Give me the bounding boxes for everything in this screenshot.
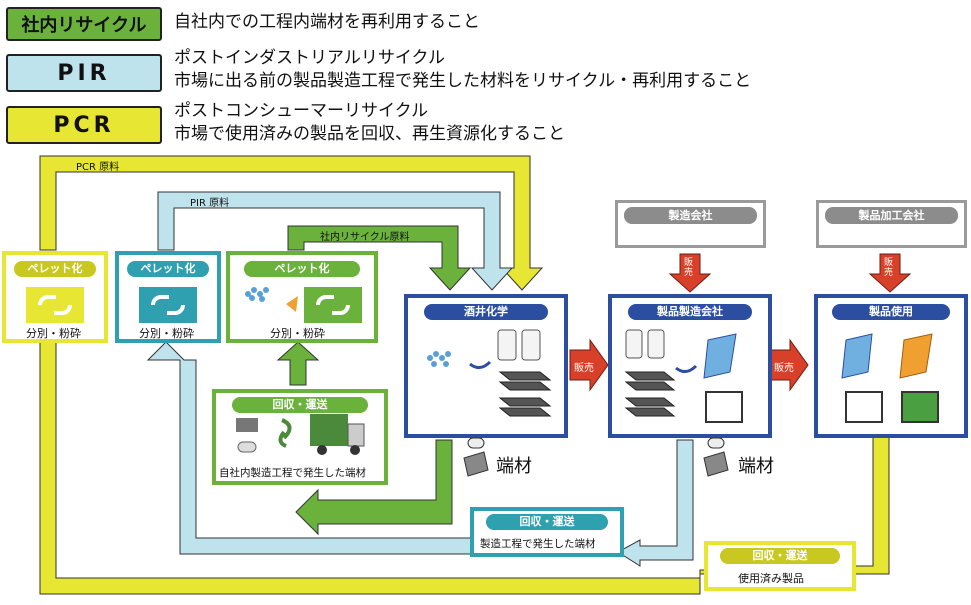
process-arrow-icon — [469, 360, 492, 369]
machine-icon — [236, 418, 258, 432]
legend-pir-line2: 市場に出る前の製品製造工程で発生した材料をリサイクル・再利用すること — [174, 71, 752, 91]
collection-title-pcr: 回収・運送 — [720, 548, 840, 564]
bag-icon — [899, 333, 933, 379]
stage-title-manufacturer: 製品製造会社 — [628, 304, 752, 320]
collection-caption-inhouse: 自社内製造工程で発生した端材 — [219, 467, 366, 479]
badge-pcr: PCR — [6, 106, 162, 144]
pir-flow-arrow — [146, 191, 694, 567]
offcut-icon — [463, 437, 729, 477]
pir-flow-label: PIR 原料 — [190, 198, 230, 209]
cycle-icon — [278, 418, 292, 448]
pellet-pile-icon — [245, 287, 269, 302]
collection-title-pir: 回収・運送 — [486, 514, 608, 530]
pellet-caption-inhouse: 分別・粉砕 — [270, 327, 325, 340]
box-icon — [705, 391, 939, 423]
badge-pir: PIR — [6, 54, 162, 92]
collection-caption-pcr: 使用済み製品 — [738, 572, 804, 585]
collection-caption-pir: 製造工程で発生した端材 — [480, 538, 596, 550]
legend-inhouse: 社内リサイクル 自社内での工程内端材を再利用すること — [6, 6, 706, 41]
arrow-small-icon — [286, 296, 298, 312]
sell-label: 販売 — [774, 363, 794, 374]
legend-pcr-line2: 市場で使用済みの製品を回収、再生資源化すること — [174, 124, 565, 144]
inhouse-flow-arrow — [276, 225, 472, 536]
legend-inhouse-desc: 自社内での工程内端材を再利用すること — [174, 12, 480, 32]
pellet-title-pir: ペレット化 — [127, 261, 209, 277]
company-box-manufacturing: 製造会社 — [615, 200, 766, 248]
pellet-caption-pir: 分別・粉砕 — [139, 327, 194, 340]
pellet-caption-pcr: 分別・粉砕 — [26, 327, 81, 340]
offcut-label: 端材 — [738, 456, 774, 477]
truck-cab-icon — [347, 423, 365, 447]
sell-label-vertical: 販売 — [684, 258, 694, 278]
company-title: 製造会社 — [624, 207, 757, 224]
collection-title-inhouse: 回収・運送 — [232, 397, 368, 413]
badge-inhouse: 社内リサイクル — [6, 7, 162, 41]
recycle-icon — [139, 287, 197, 323]
legend-pcr: PCR ポストコンシューマーリサイクル 市場で使用済みの製品を回収、再生資源化す… — [6, 98, 906, 148]
pcr-flow-label: PCR 原料 — [76, 162, 120, 173]
inhouse-flow-label: 社内リサイクル原料 — [320, 232, 410, 243]
recycle-icon — [304, 287, 362, 323]
recycle-icon — [26, 287, 84, 323]
sell-label: 販売 — [574, 363, 594, 374]
roll-icon — [497, 329, 665, 361]
legend-pcr-line1: ポストコンシューマーリサイクル — [174, 101, 429, 121]
company-title: 製品加工会社 — [825, 207, 958, 224]
pellet-title-pcr: ペレット化 — [14, 261, 96, 277]
offcut-label: 端材 — [496, 456, 532, 477]
stage-title-usage: 製品使用 — [832, 304, 950, 320]
sell-label-vertical: 販売 — [884, 258, 894, 278]
bag-icon — [841, 333, 873, 379]
bag-icon — [703, 333, 737, 379]
legend-pir-line1: ポストインダストリアルリサイクル — [174, 48, 445, 68]
pellet-title-inhouse: ペレット化 — [244, 261, 360, 277]
legend-pir: PIR ポストインダストリアルリサイクル 市場に出る前の製品製造工程で発生した材… — [6, 48, 906, 98]
company-box-processing: 製品加工会社 — [816, 200, 967, 248]
sheet-icon — [498, 371, 676, 417]
truck-icon — [310, 414, 348, 446]
stage-title-sakai: 酒井化学 — [424, 304, 548, 320]
pellet-pile-icon — [427, 351, 451, 367]
sell-arrows — [569, 253, 912, 392]
